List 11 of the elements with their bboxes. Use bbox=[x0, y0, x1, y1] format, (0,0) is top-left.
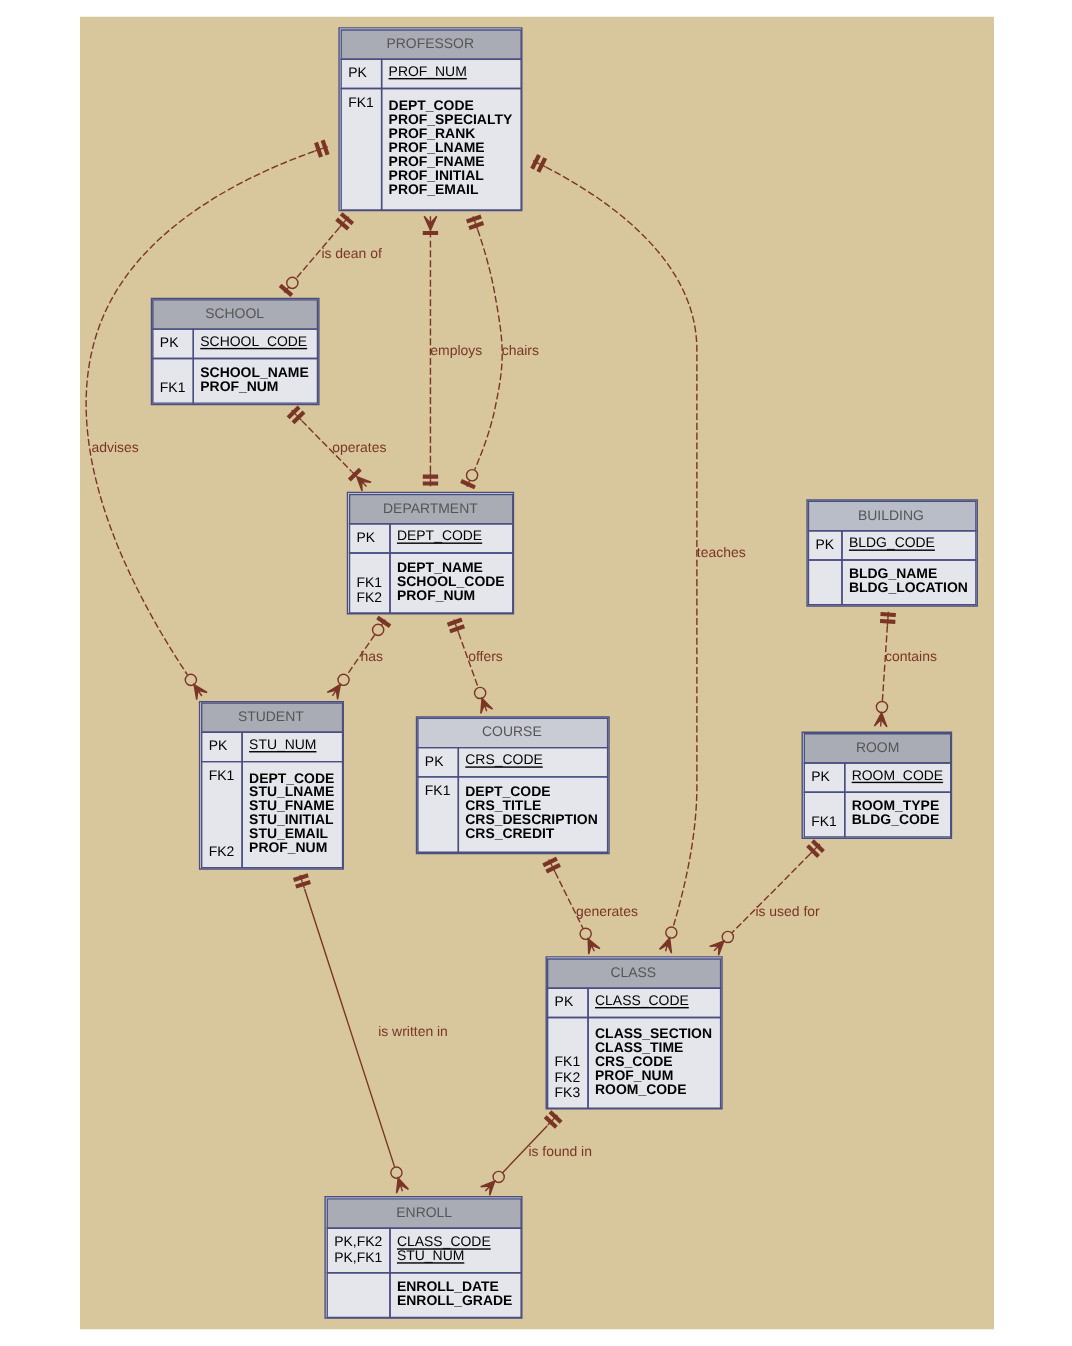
connector bbox=[541, 856, 600, 955]
connector bbox=[459, 214, 502, 490]
connector bbox=[325, 615, 391, 701]
connector bbox=[291, 873, 409, 1194]
connector bbox=[478, 1110, 562, 1197]
connector bbox=[529, 154, 697, 954]
connector bbox=[285, 405, 371, 492]
connector bbox=[277, 212, 354, 297]
connector bbox=[84, 139, 329, 701]
connector bbox=[445, 617, 493, 715]
connector bbox=[872, 611, 895, 728]
